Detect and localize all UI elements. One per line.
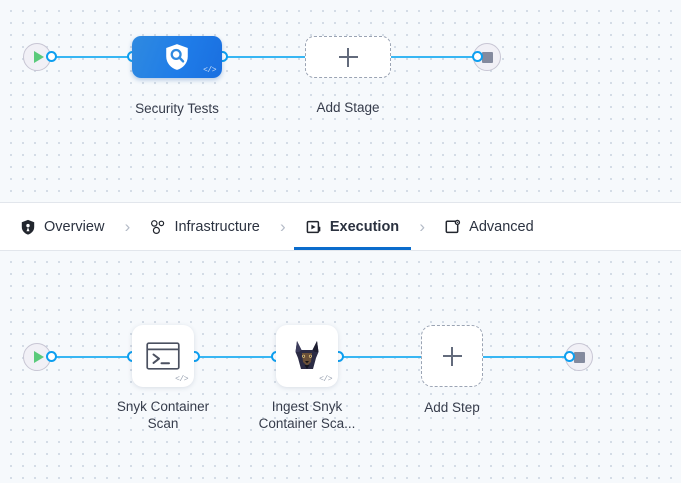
doberman-icon bbox=[295, 341, 319, 369]
add-step-button[interactable] bbox=[421, 325, 483, 387]
tab-overview-label: Overview bbox=[44, 218, 105, 235]
step-node-ingest-snyk-container-scan[interactable]: </> bbox=[276, 325, 338, 387]
stop-icon bbox=[573, 351, 585, 363]
terminal-icon bbox=[146, 342, 180, 370]
execution-play-box-icon bbox=[306, 220, 321, 233]
wire-addstage-to-end bbox=[391, 56, 476, 58]
step-label-line1: Ingest Snyk bbox=[271, 399, 343, 414]
tab-advanced-label: Advanced bbox=[469, 218, 534, 235]
port-end-in[interactable] bbox=[472, 51, 483, 62]
tab-separator-1: › bbox=[124, 217, 131, 236]
wire-start-to-security bbox=[50, 56, 132, 58]
execution-end-node[interactable] bbox=[565, 343, 593, 371]
play-icon bbox=[33, 51, 44, 63]
step-label-ingest-snyk: Ingest Snyk Container Sca... bbox=[237, 398, 377, 432]
stage-label-security-tests: Security Tests bbox=[135, 101, 219, 116]
play-icon bbox=[33, 351, 44, 363]
step-canvas[interactable]: </> Snyk Container Scan </> bbox=[0, 251, 681, 483]
add-step-label: Add Step bbox=[424, 400, 480, 415]
stage-node-security-tests[interactable]: </> bbox=[132, 36, 222, 78]
step-label-snyk-container-scan: Snyk Container Scan bbox=[93, 398, 233, 432]
step-label-line1: Snyk Container bbox=[116, 399, 210, 414]
step-label-line2: Scan bbox=[147, 416, 179, 431]
infrastructure-nodes-icon bbox=[151, 219, 165, 234]
tab-infrastructure-label: Infrastructure bbox=[174, 218, 260, 235]
stage-canvas[interactable]: </> Security Tests Add Stage bbox=[0, 0, 681, 200]
plus-icon bbox=[338, 47, 358, 67]
tab-separator-2: › bbox=[280, 217, 286, 236]
port-exec-start-out[interactable] bbox=[46, 351, 57, 362]
wire-ingest-to-addstep bbox=[343, 356, 422, 358]
port-start-out[interactable] bbox=[46, 51, 57, 62]
advanced-gear-card-icon bbox=[445, 219, 461, 233]
stop-icon bbox=[481, 51, 493, 63]
wire-addstep-to-end bbox=[483, 356, 568, 358]
tab-infrastructure[interactable]: Infrastructure bbox=[148, 203, 261, 250]
tab-overview[interactable]: Overview bbox=[18, 203, 106, 250]
pipeline-end-node[interactable] bbox=[473, 43, 501, 71]
tab-advanced[interactable]: Advanced bbox=[443, 203, 536, 250]
plus-icon bbox=[442, 346, 462, 366]
tab-execution-label: Execution bbox=[329, 218, 400, 235]
tab-separator-3: › bbox=[419, 217, 425, 236]
add-stage-label: Add Stage bbox=[316, 100, 380, 115]
shield-icon bbox=[21, 219, 35, 235]
step-node-snyk-container-scan[interactable]: </> bbox=[132, 325, 194, 387]
wire-security-to-addstage bbox=[221, 56, 306, 58]
tab-execution[interactable]: Execution bbox=[293, 203, 412, 250]
shield-search-icon bbox=[166, 44, 188, 70]
wire-start-to-snyk bbox=[50, 356, 134, 358]
add-stage-button[interactable] bbox=[305, 36, 391, 78]
port-exec-end-in[interactable] bbox=[564, 351, 575, 362]
step-label-line2: Container Sca... bbox=[258, 416, 356, 431]
code-badge: </> bbox=[175, 375, 188, 384]
code-badge: </> bbox=[319, 375, 332, 384]
code-badge: </> bbox=[203, 66, 216, 75]
pipeline-tabbar: Overview › Infrastructure › Execution › bbox=[0, 202, 681, 251]
wire-snyk-to-ingest bbox=[199, 356, 279, 358]
